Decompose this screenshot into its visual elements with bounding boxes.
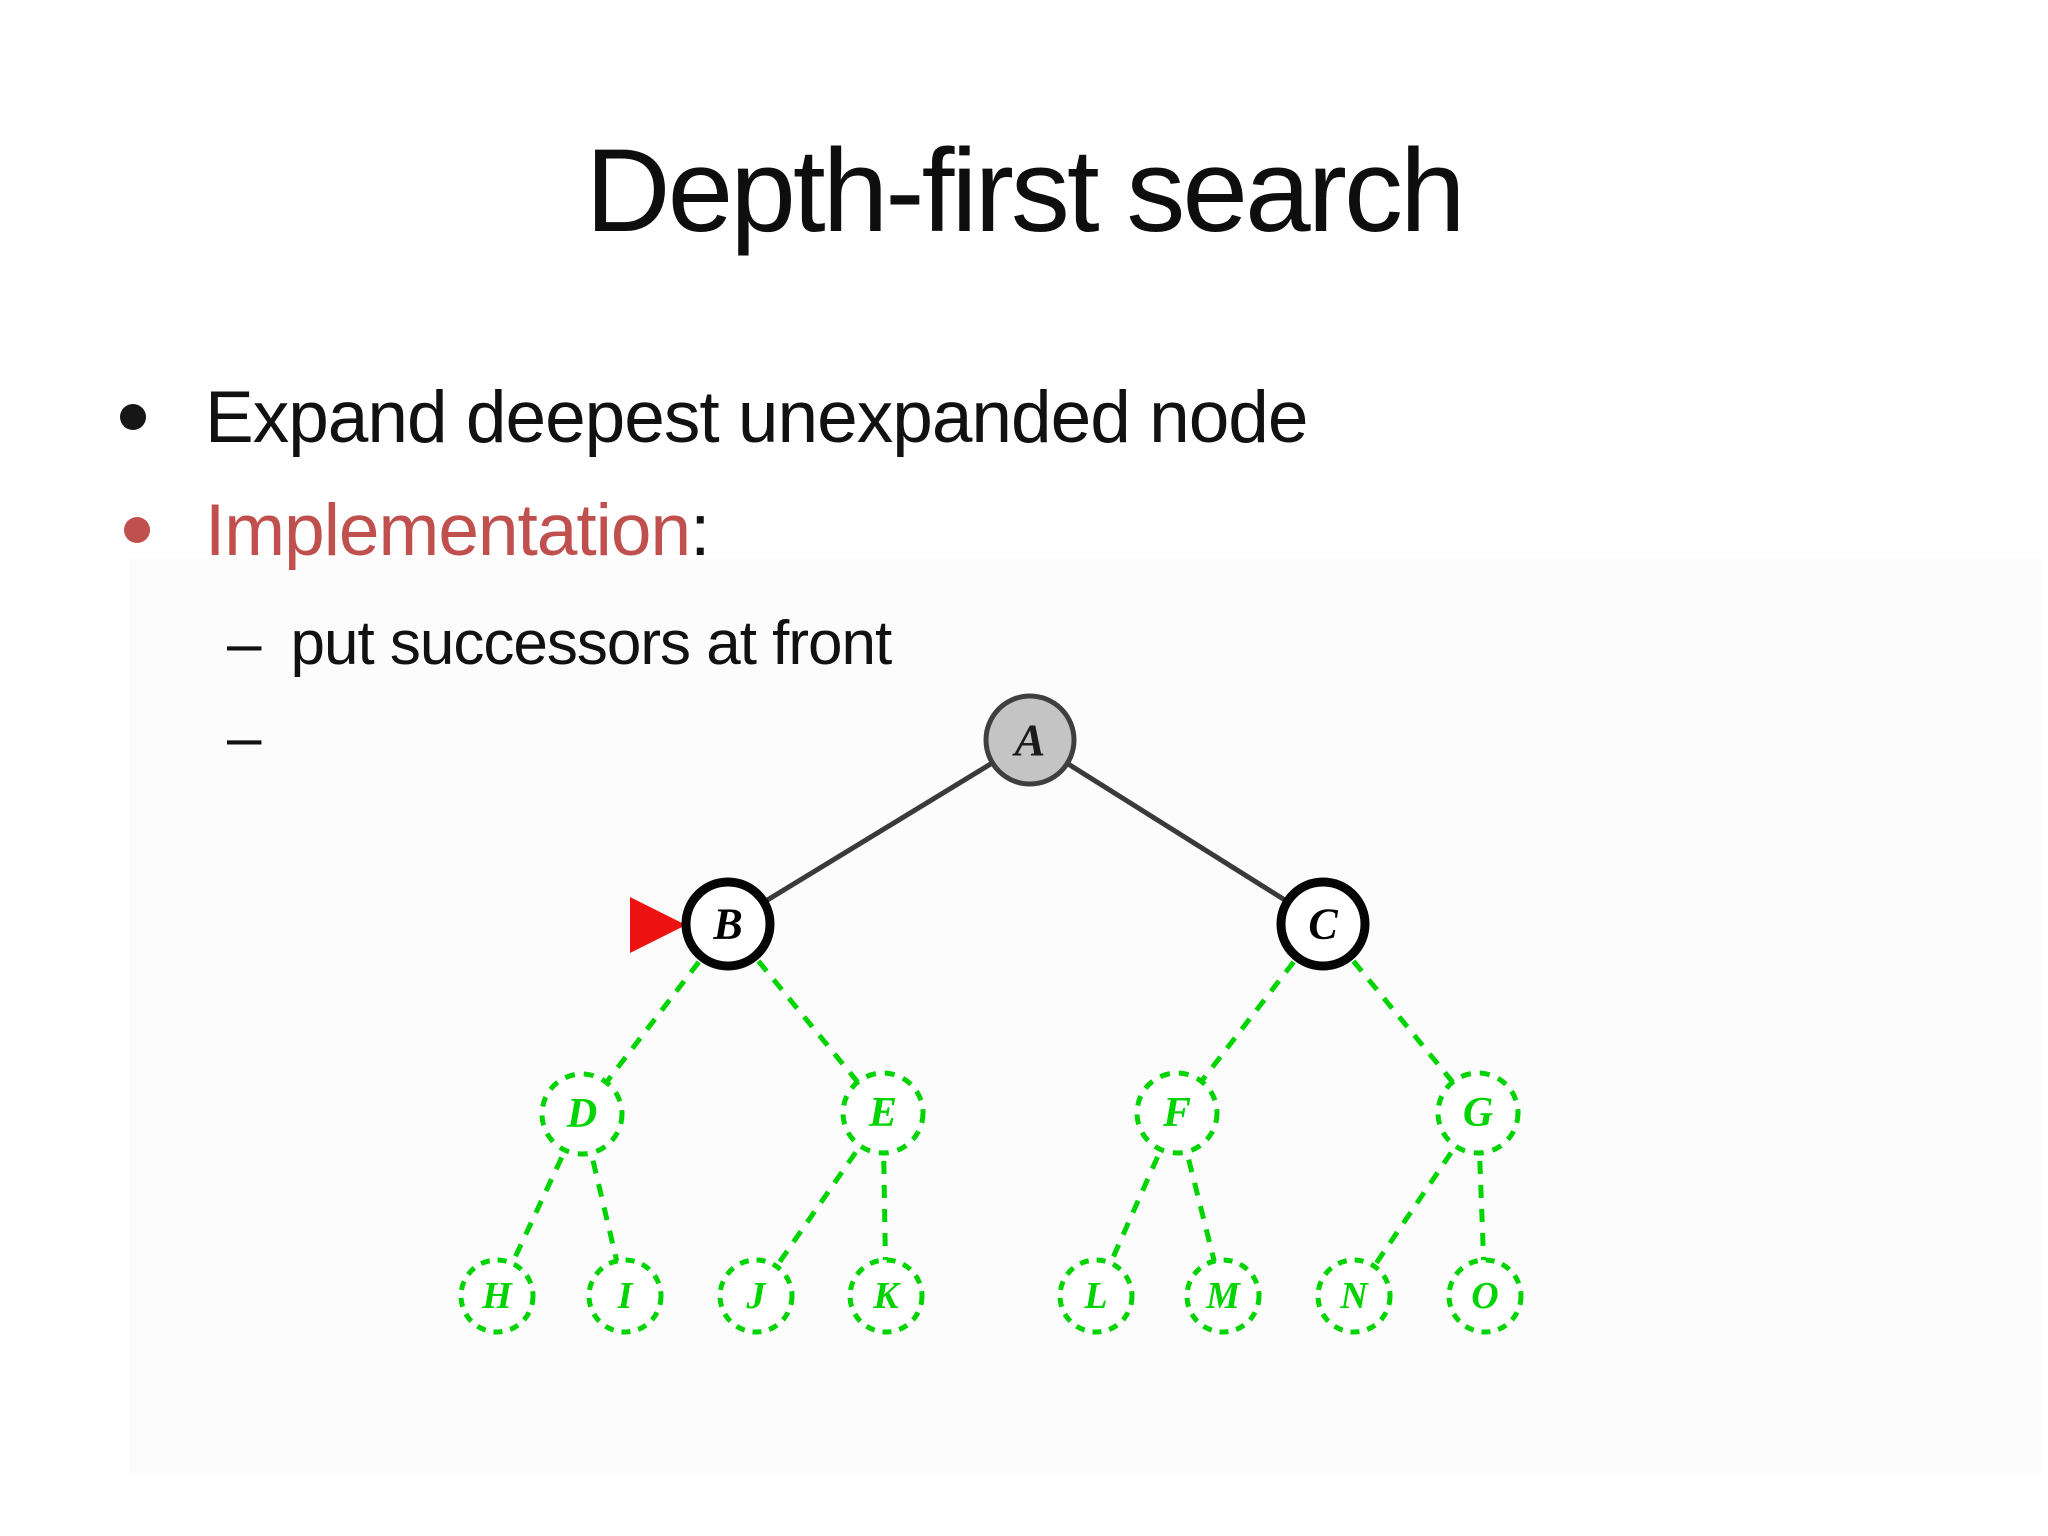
tree-node-n	[1315, 1257, 1393, 1335]
sub-bullet-empty: –	[227, 702, 290, 772]
bullet-text-implementation: Implementation	[205, 489, 691, 571]
tree-node-e	[840, 1070, 926, 1156]
tree-node-b	[681, 877, 775, 971]
bullet-dot-icon	[120, 404, 146, 430]
bullet-implementation: Implementation:	[124, 489, 710, 571]
tree-node-label-h: H	[481, 1275, 513, 1317]
tree-node-l	[1057, 1257, 1135, 1335]
tree-node-d	[539, 1071, 625, 1157]
dash-marker: –	[227, 702, 261, 772]
tree-node-label-l: L	[1083, 1275, 1107, 1317]
tree-node-c	[1276, 877, 1370, 971]
sub-bullet-text: put successors at front	[290, 608, 892, 678]
bullet-text: Expand deepest unexpanded node	[205, 376, 1308, 458]
bullet-expand-deepest: Expand deepest unexpanded node	[120, 376, 1308, 458]
tree-node-label-i: I	[617, 1275, 634, 1317]
tree-node-label-m: M	[1205, 1275, 1241, 1317]
tree-node-label-c: C	[1308, 900, 1338, 949]
tree-node-label-d: D	[566, 1091, 597, 1137]
tree-node-label-g: G	[1463, 1090, 1493, 1136]
current-node-pointer-icon	[630, 897, 686, 953]
tree-node-g	[1435, 1070, 1521, 1156]
sub-bullet-put-successors: – put successors at front	[227, 608, 892, 678]
tree-node-label-a: A	[1012, 715, 1046, 766]
tree-node-label-o: O	[1471, 1275, 1498, 1317]
tree-node-h	[458, 1257, 536, 1335]
tree-node-a	[983, 693, 1077, 787]
tree-node-label-e: E	[868, 1090, 897, 1136]
tree-node-k	[847, 1257, 925, 1335]
tree-node-o	[1446, 1257, 1524, 1335]
tree-node-label-b: B	[712, 900, 742, 949]
edge-a-b	[726, 737, 1032, 927]
tree-node-label-k: K	[872, 1275, 901, 1317]
bullet-dot-icon	[124, 517, 150, 543]
tree-node-label-j: J	[746, 1275, 767, 1317]
tree-node-label-n: N	[1339, 1275, 1369, 1317]
tree-node-m	[1184, 1257, 1262, 1335]
edge-a-c	[1028, 737, 1325, 927]
image-backdrop	[129, 558, 2041, 1473]
tree-node-i	[586, 1257, 664, 1335]
tree-node-f	[1134, 1070, 1220, 1156]
tree-node-j	[717, 1257, 795, 1335]
bullet-text-colon: :	[690, 489, 710, 571]
dash-marker: –	[227, 608, 261, 678]
page-title: Depth-first search	[585, 125, 1465, 257]
tree-node-label-f: F	[1162, 1090, 1191, 1136]
